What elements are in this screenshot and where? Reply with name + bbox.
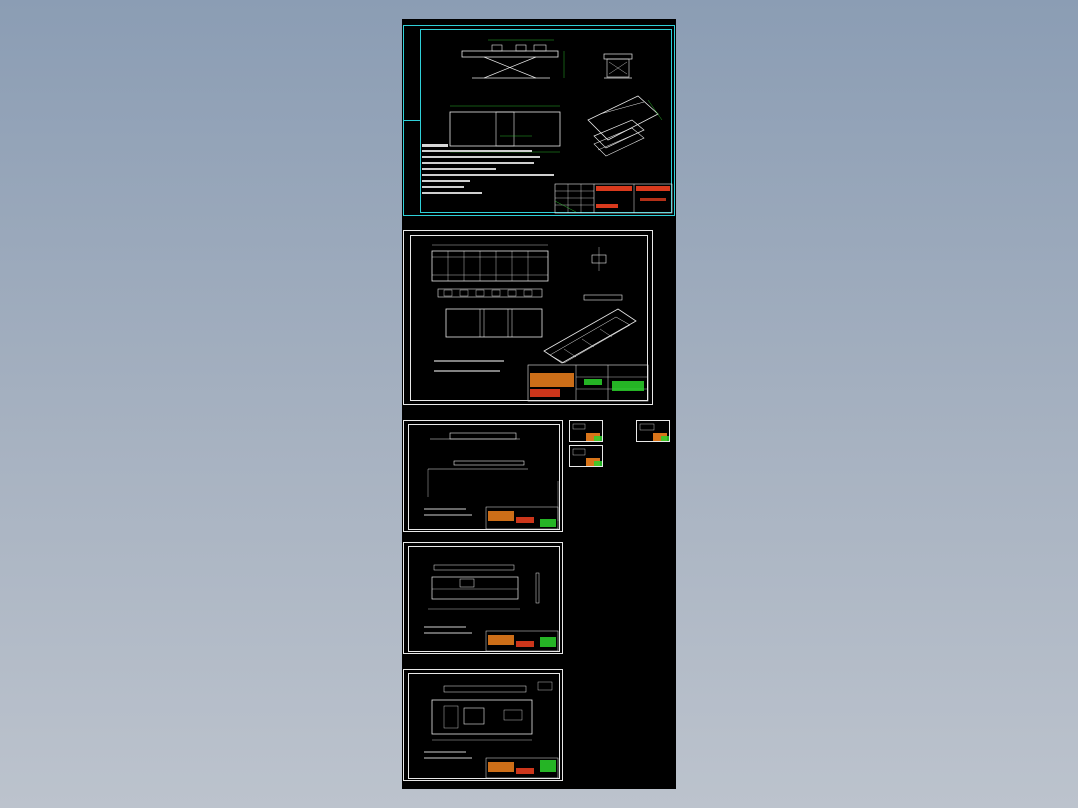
thumb-sheet-1-linework (572, 423, 602, 441)
drawing-canvas[interactable] (402, 19, 676, 789)
part-sheet-5[interactable] (403, 669, 563, 781)
part-sheet-3-linework (424, 432, 559, 530)
binding-margin-tick (404, 120, 420, 121)
note-line (422, 168, 496, 170)
thumb-sheet-3-linework (639, 423, 669, 441)
part-sheet-4-linework (424, 564, 559, 652)
part-sheet-4-border (408, 546, 560, 652)
thumb-sheet-3[interactable] (636, 420, 670, 442)
part-sheet-4[interactable] (403, 542, 563, 654)
thumb-sheet-2-linework (572, 448, 602, 466)
note-line (422, 162, 534, 164)
platform-sheet-border (410, 235, 648, 401)
assembly-linework (449, 39, 673, 214)
note-line (422, 144, 448, 147)
platform-part-sheet[interactable] (403, 230, 653, 405)
assembly-sheet[interactable] (403, 25, 675, 216)
part-sheet-3-border (408, 424, 560, 530)
note-line (422, 192, 482, 194)
note-line (422, 156, 540, 158)
note-line (422, 174, 554, 176)
part-sheet-3[interactable] (403, 420, 563, 532)
note-line (422, 186, 464, 188)
technical-notes-block (422, 144, 554, 194)
platform-linework (431, 244, 649, 402)
note-line (422, 180, 470, 182)
assembly-sheet-border (420, 29, 672, 213)
note-line (422, 150, 532, 152)
thumb-sheet-1[interactable] (569, 420, 603, 442)
part-sheet-5-linework (424, 681, 559, 779)
part-sheet-5-border (408, 673, 560, 779)
thumb-sheet-2[interactable] (569, 445, 603, 467)
